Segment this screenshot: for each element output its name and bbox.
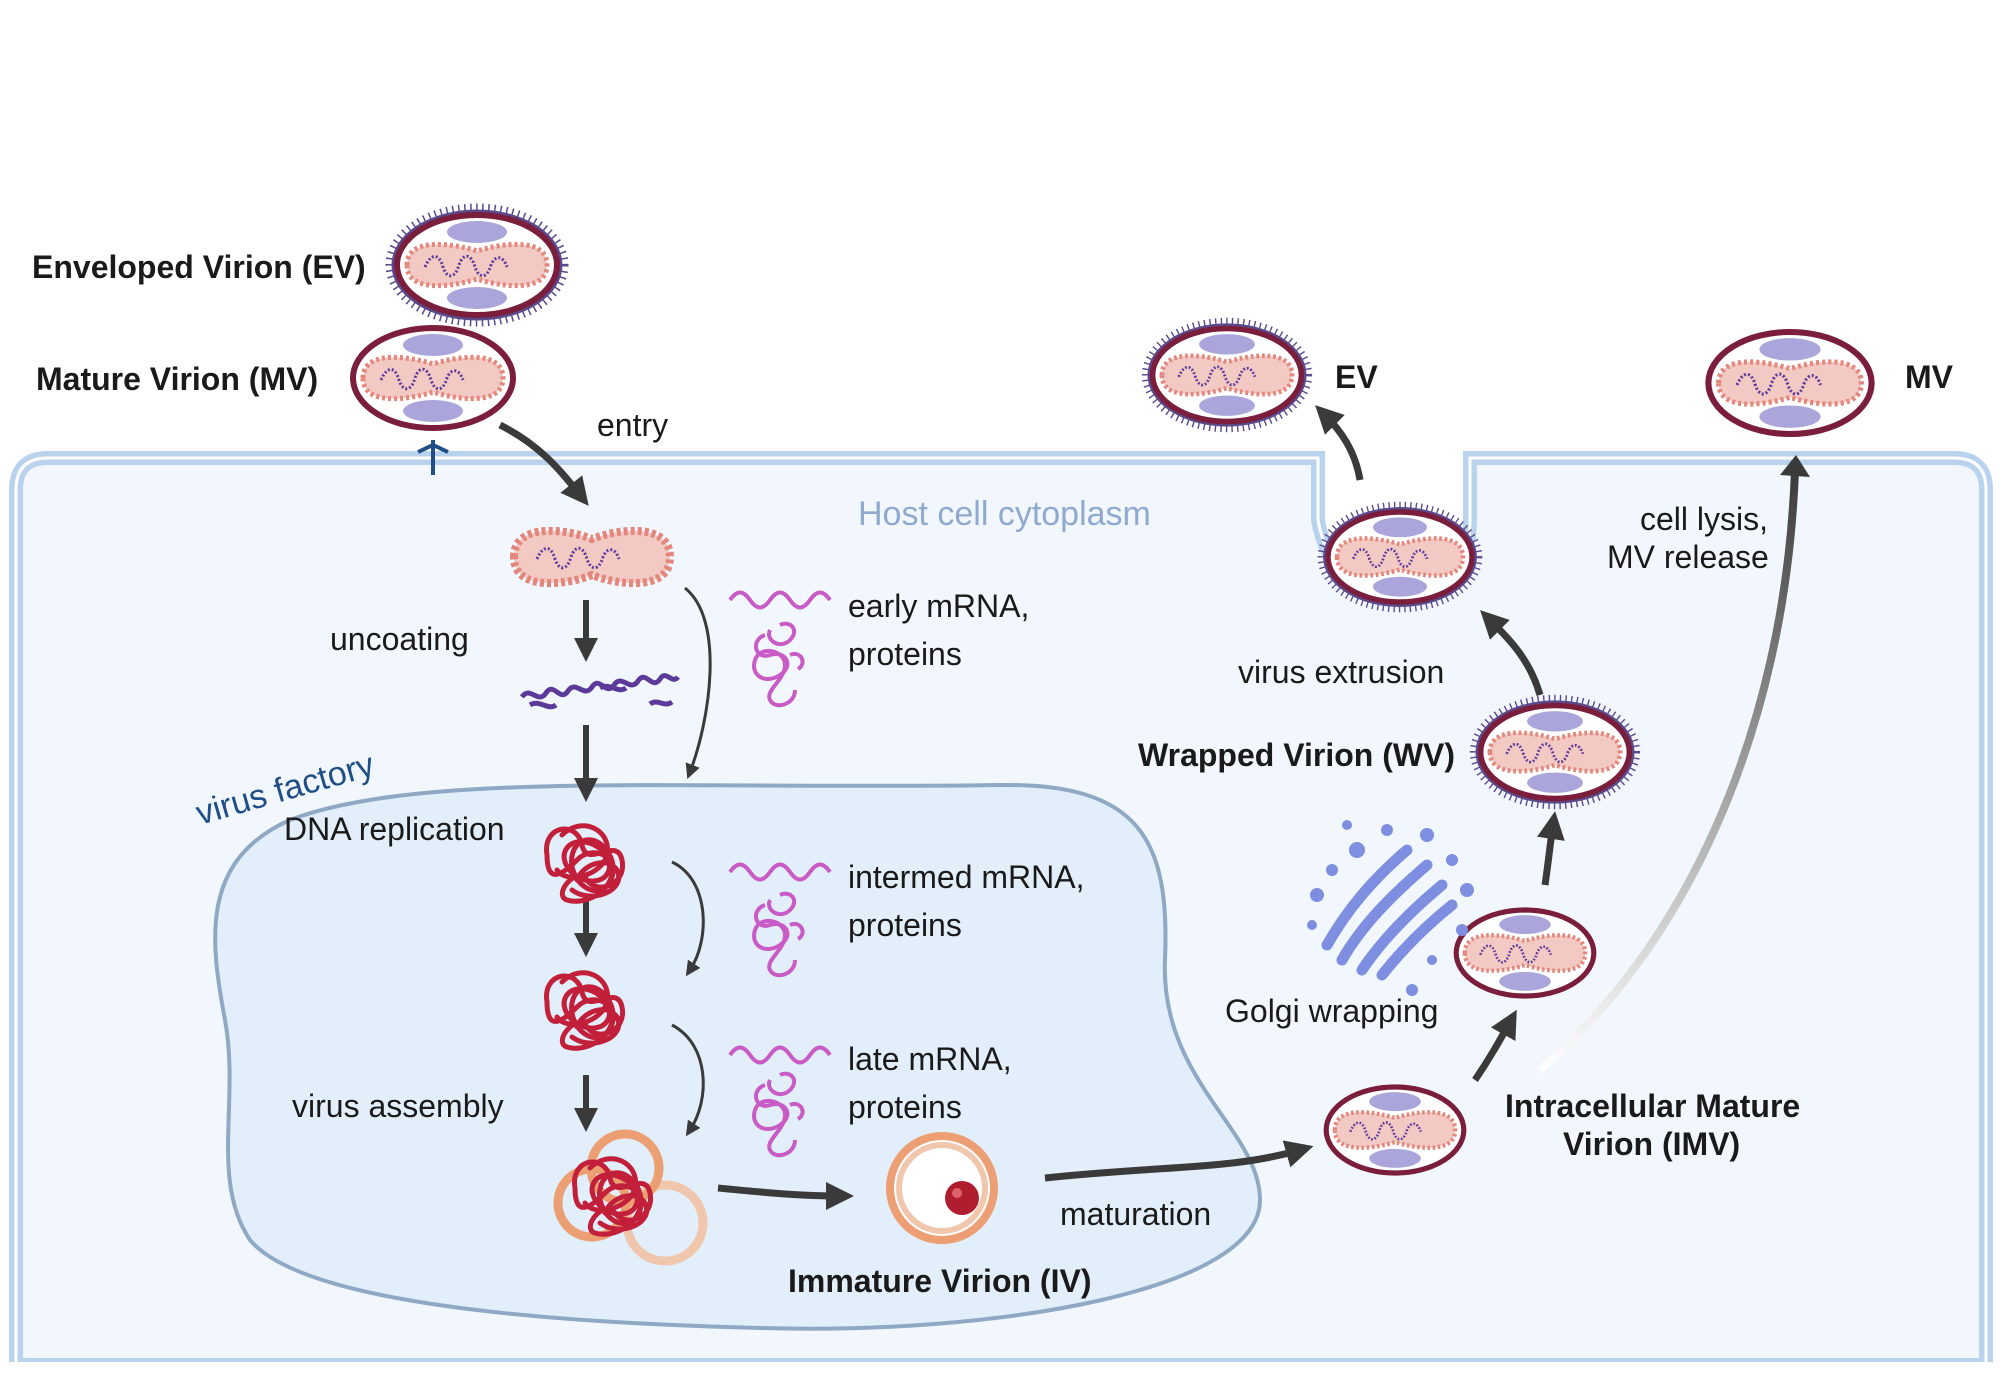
golgi-side-mv-icon [1456, 910, 1594, 996]
entry-arrow [498, 421, 589, 506]
maturation-arrow [1044, 1140, 1314, 1182]
label-mature-virion: Mature Virion (MV) [36, 361, 318, 397]
mature-virion-icon [353, 328, 513, 428]
cell-lysis-arrow [1537, 469, 1799, 1074]
label-mv-out: MV [1905, 359, 1954, 395]
label-late-mrna: late mRNA, [848, 1041, 1012, 1077]
label-imv-line1: Intracellular Mature [1505, 1088, 1800, 1124]
label-immature-virion: Immature Virion (IV) [788, 1263, 1091, 1299]
label-mv-release: MV release [1607, 539, 1769, 575]
imv-to-wrapping-arrow [1472, 1009, 1517, 1082]
label-host-cytoplasm: Host cell cytoplasm [858, 495, 1151, 533]
label-dna-replication: DNA replication [284, 811, 505, 847]
label-enveloped-virion: Enveloped Virion (EV) [32, 249, 366, 285]
imv-icon [1326, 1087, 1464, 1173]
label-ev-out: EV [1335, 359, 1378, 395]
label-golgi-wrapping: Golgi wrapping [1225, 993, 1438, 1029]
released-dna-icon [519, 673, 680, 710]
label-virus-extrusion: virus extrusion [1238, 654, 1444, 690]
label-virus-assembly: virus assembly [292, 1088, 504, 1124]
assembling-virion-icon [553, 1129, 708, 1266]
cell-lysis-arrowhead [1780, 455, 1810, 477]
released-ev-icon [1146, 322, 1308, 428]
extrusion-to-ev-arrow [1315, 405, 1364, 481]
label-early-proteins: proteins [848, 636, 962, 672]
label-imv-line2: Virion (IMV) [1563, 1126, 1740, 1162]
released-mv-icon [1708, 332, 1871, 434]
cell-receptor [417, 440, 449, 475]
wv-to-extrusion-arrow [1480, 610, 1544, 696]
label-intermed-proteins: proteins [848, 907, 962, 943]
enveloped-virion-icon [390, 208, 564, 322]
label-late-proteins: proteins [848, 1089, 962, 1125]
assembly-to-iv-arrow [717, 1181, 854, 1210]
label-cell-lysis: cell lysis, [1640, 501, 1768, 537]
immature-virion-icon [886, 1132, 998, 1244]
expression-arrows [671, 586, 712, 1137]
uncoated-core-icon [509, 526, 675, 588]
label-wrapped-virion: Wrapped Virion (WV) [1138, 737, 1455, 773]
label-intermed-mrna: intermed mRNA, [848, 859, 1085, 895]
label-entry: entry [597, 407, 668, 443]
mv-to-wv-arrow [1537, 811, 1565, 886]
label-early-mrna: early mRNA, [848, 588, 1029, 624]
virus-factory-region [213, 782, 1263, 1331]
label-maturation: maturation [1060, 1196, 1211, 1232]
label-uncoating: uncoating [330, 621, 469, 657]
